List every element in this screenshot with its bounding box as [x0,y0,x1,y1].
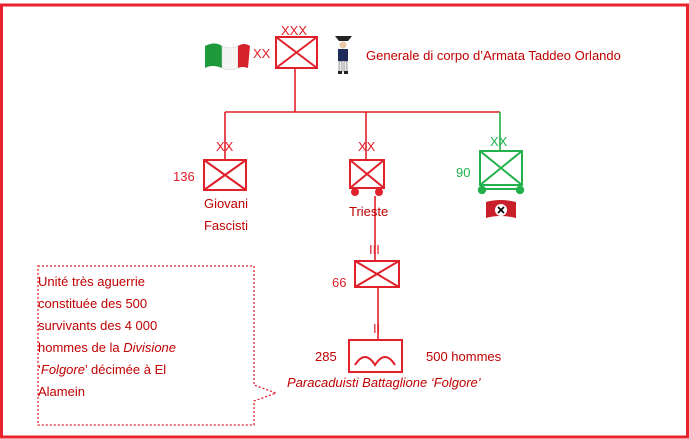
callout-line: hommes de la Divisione [38,337,234,359]
callout-text: Unité très aguerrie constituée des 500 s… [38,271,234,403]
chart-frame [0,3,689,439]
division-136-echelon: XX [216,139,234,154]
callout-text-span: ’ décimée à El [84,362,167,377]
battalion-echelon: II [373,321,381,336]
corps-echelon-label: XXX [281,23,308,38]
division-90-symbol [477,150,525,195]
division-trieste-symbol [349,159,385,196]
battalion-strength: 500 hommes [426,349,502,364]
battalion-285-symbol [348,339,403,373]
corps-symbol [275,36,318,69]
callout-line: survivants des 4 000 [38,318,158,333]
division-136-name-line2: Fascisti [203,218,249,233]
italian-flag-icon [205,43,250,71]
callout-line: ‘Folgore’ décimée à El [38,359,234,381]
division-136-number: 136 [173,169,195,184]
regiment-echelon: III [369,242,380,257]
general-figure-icon [335,36,352,74]
division-136-symbol [203,159,247,191]
division-90-number: 90 [456,165,471,180]
callout-text-span: hommes de la [38,340,124,355]
regiment-66-symbol [354,260,400,288]
commander-label: Generale di corpo d’Armata Taddeo Orland… [366,48,621,63]
connector-lines [224,68,500,340]
german-swastika-flag-icon [486,200,516,218]
callout-text-span: ‘ [38,362,41,377]
division-trieste-echelon: XX [358,139,376,154]
callout-line: constituée des 500 [38,296,148,311]
callout-box [37,265,278,426]
division-136-name-line1: Giovani [203,196,249,211]
corps-side-echelon-label: XX [253,46,271,61]
regiment-number: 66 [332,275,347,290]
division-trieste-name: Trieste [349,204,389,219]
callout-line: Alamein [38,384,85,399]
callout-italic-span: Folgore [40,362,85,377]
battalion-name: Paracaduisti Battaglione ‘Folgore’ [287,375,481,390]
callout-line: Unité très aguerrie [38,274,145,289]
division-90-echelon: XX [490,134,508,149]
callout-italic-span: Divisione [123,340,177,355]
battalion-number: 285 [315,349,337,364]
